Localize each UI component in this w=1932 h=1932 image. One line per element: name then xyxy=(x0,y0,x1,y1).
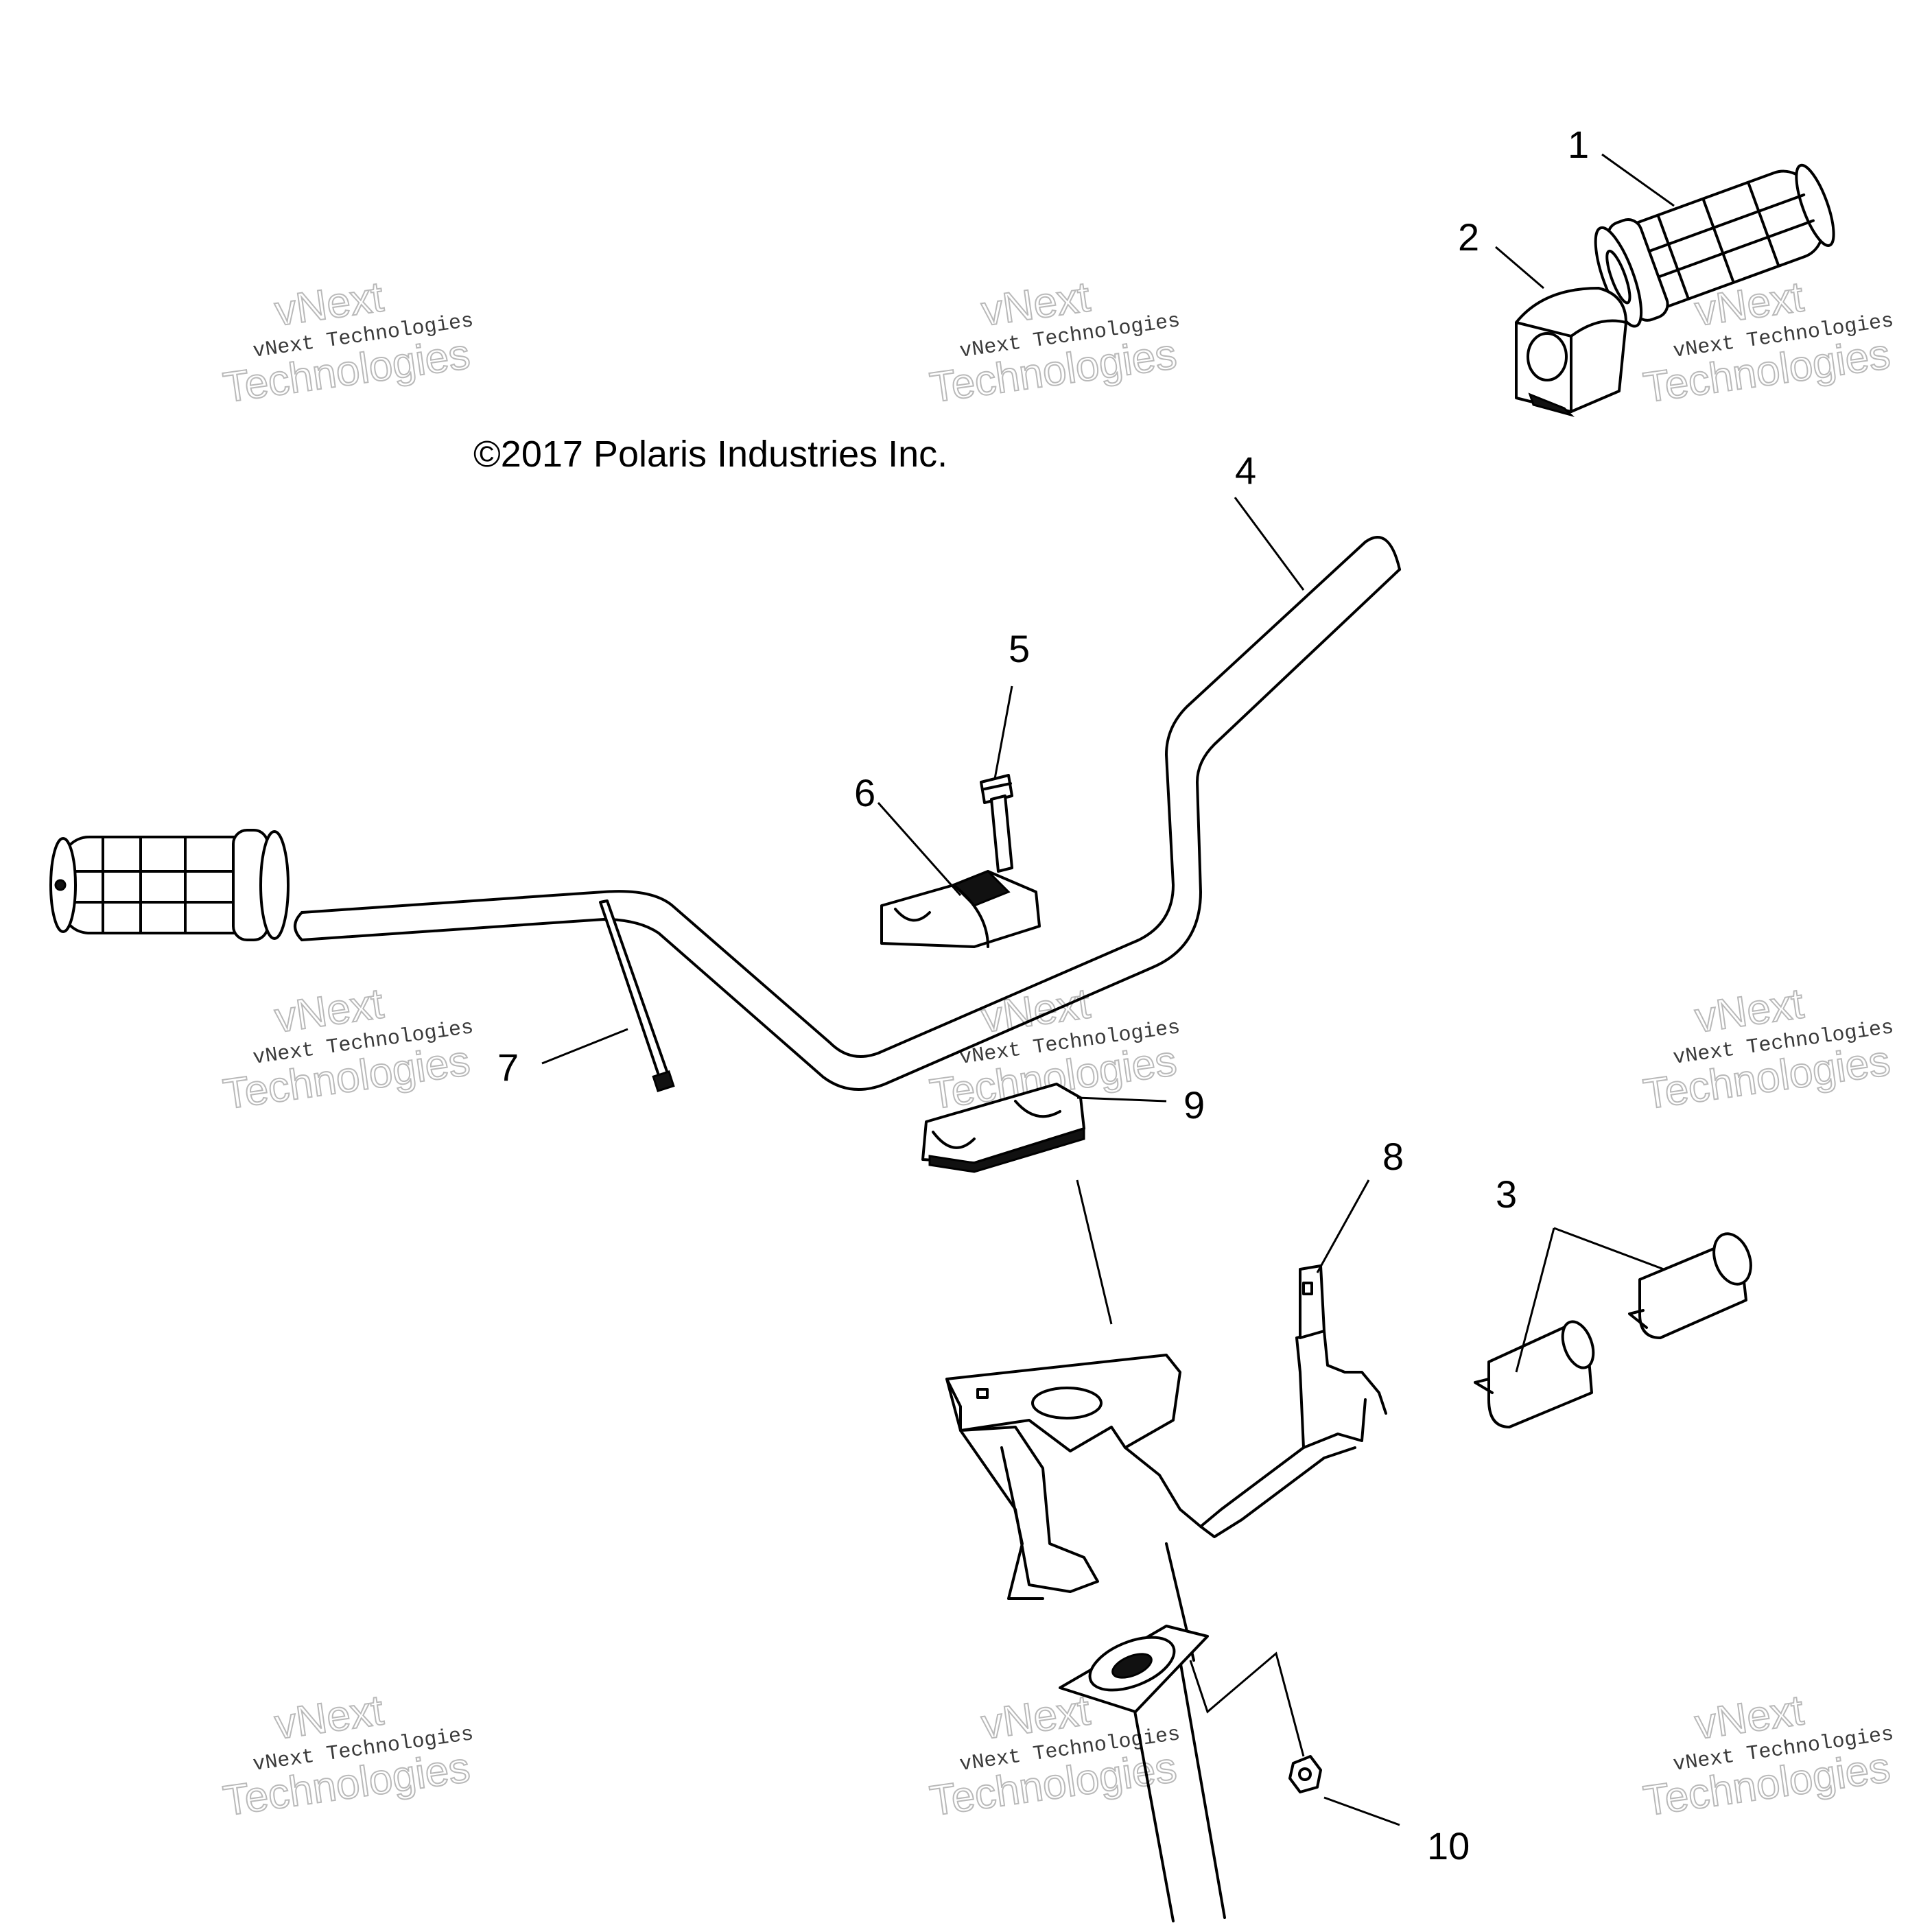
throttle-housing xyxy=(1515,287,1627,417)
watermark: vNext vNext Technologies Technologies xyxy=(1640,1686,1895,1826)
grip-insert-right xyxy=(1628,1232,1752,1339)
callout-2: 2 xyxy=(1458,215,1479,259)
watermark: vNext vNext Technologies Technologies xyxy=(1640,979,1895,1119)
right-grip xyxy=(1594,163,1835,328)
watermark: vNext vNext Technologies Technologies xyxy=(1640,272,1895,412)
callout-9: 9 xyxy=(1183,1083,1205,1127)
watermark: vNext vNext Technologies Technologies xyxy=(220,979,475,1119)
watermark: vNext vNext Technologies Technologies xyxy=(926,272,1181,412)
watermark: vNext vNext Technologies Technologies xyxy=(220,1686,475,1826)
upper-clamp xyxy=(880,870,1041,948)
grip-insert-left xyxy=(1474,1320,1595,1428)
watermark: vNext vNext Technologies Technologies xyxy=(220,272,475,412)
callout-6: 6 xyxy=(854,771,875,814)
steering-plate xyxy=(1059,1625,1209,1713)
steering-post xyxy=(1076,1179,1226,1922)
handlebar xyxy=(294,536,1401,1091)
callout-7: 7 xyxy=(497,1046,519,1089)
callout-1: 1 xyxy=(1568,123,1589,166)
callout-5: 5 xyxy=(1009,627,1030,670)
left-grip xyxy=(49,829,290,941)
callout-8: 8 xyxy=(1382,1135,1404,1178)
callout-4: 4 xyxy=(1235,449,1256,492)
callout-3: 3 xyxy=(1496,1173,1517,1216)
cable-tie xyxy=(599,899,675,1093)
bolt xyxy=(980,774,1013,873)
callout-numbers: 1 2 3 4 5 6 7 8 9 10 xyxy=(497,123,1589,1868)
copyright-notice: ©2017 Polaris Industries Inc. xyxy=(473,434,947,475)
nut xyxy=(1288,1755,1322,1793)
leader-lines xyxy=(541,153,1675,1826)
mount-bracket xyxy=(945,1264,1387,1600)
callout-10: 10 xyxy=(1427,1824,1470,1868)
lower-clamp xyxy=(921,1083,1085,1173)
